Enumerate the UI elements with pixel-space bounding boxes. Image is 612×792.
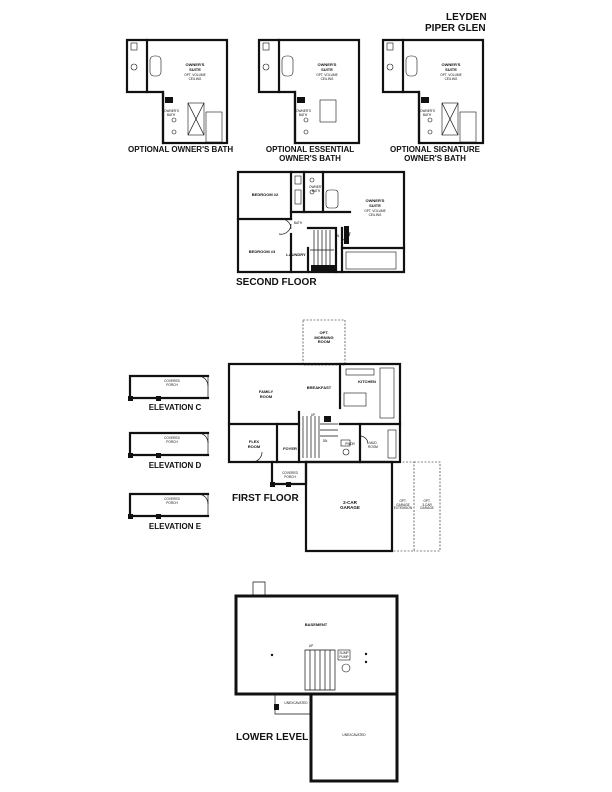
bedroom-2: BEDROOM #2 — [251, 192, 279, 197]
bath-label: OWNER'S BATH — [296, 109, 311, 117]
two-car-garage: 2-CAR GARAGE — [340, 500, 360, 511]
laundry: LAUNDRY — [286, 252, 306, 257]
elevation-c-label: ELEVATION C — [148, 403, 202, 412]
breakfast-area: BREAKFAST — [306, 385, 332, 390]
ceiling-note: OPT. VOLUME CEILING — [440, 73, 462, 81]
elevation-d-porch-label: COVERED PORCH — [164, 436, 180, 444]
community-name: PIPER GLEN — [425, 23, 486, 34]
unexcavated-main: UNEXCAVATED — [342, 733, 366, 737]
morning-room: OPT. MORNING ROOM — [314, 330, 334, 345]
bedroom-3: BEDROOM #3 — [248, 249, 276, 254]
optional-owners-bath-caption: OPTIONAL OWNER'S BATH — [128, 145, 234, 154]
stair-up-ll: UP — [308, 644, 314, 648]
mud-room: MUD ROOM — [368, 441, 378, 449]
elevation-c-porch-label: COVERED PORCH — [164, 379, 180, 387]
stair-dn-2f: DN — [334, 234, 340, 238]
bath-label: OWNER'S BATH — [420, 109, 435, 117]
foyer: FOYER — [283, 446, 297, 451]
flex-room: FLEX ROOM — [247, 439, 261, 449]
elevation-e-porch — [128, 492, 210, 519]
lower-level-title: LOWER LEVEL — [236, 732, 309, 743]
powder-room: PWDR — [345, 442, 355, 446]
elevation-d-porch — [128, 431, 210, 458]
elevation-e-porch-label: COVERED PORCH — [164, 497, 180, 505]
hall-bath: BATH — [293, 221, 303, 225]
suite-label: OWNER'S SUITE — [185, 62, 205, 72]
elevation-e-label: ELEVATION E — [148, 522, 202, 531]
optional-signature-bath-plan — [381, 38, 485, 145]
basement: BASEMENT — [304, 622, 328, 627]
family-room: FAMILY ROOM — [258, 389, 274, 399]
optional-essential-bath-plan — [257, 38, 361, 145]
owners-suite-2f: OWNER'S SUITE — [365, 198, 385, 208]
covered-porch: COVERED PORCH — [282, 471, 298, 479]
stair-dn-1f: DN — [322, 439, 328, 443]
unexcavated-small: UNEXCAVATED — [284, 701, 308, 705]
optional-essential-caption-1: OPTIONAL ESSENTIAL — [265, 145, 355, 154]
optional-essential-caption-2: OWNER'S BATH — [279, 154, 341, 163]
opt-garage-extension: OPT. GARAGE EXTENSION — [393, 499, 413, 511]
second-floor-title: SECOND FLOOR — [236, 277, 317, 288]
elevation-d-label: ELEVATION D — [148, 461, 202, 470]
ceiling-note: OPT. VOLUME CEILING — [316, 73, 338, 81]
elevation-c-porch — [128, 374, 210, 401]
optional-signature-caption-1: OPTIONAL SIGNATURE — [390, 145, 480, 154]
bath-label: OWNER'S BATH — [164, 109, 179, 117]
stair-up-1f: UP — [310, 413, 316, 417]
optional-signature-caption-2: OWNER'S BATH — [404, 154, 466, 163]
owners-bath-2f: OWNER'S BATH — [309, 185, 324, 193]
optional-owners-bath-plan — [125, 38, 229, 145]
first-floor-title: FIRST FLOOR — [232, 493, 299, 504]
opt-3car-garage: OPT. 3-CAR GARAGE — [420, 499, 434, 511]
suite-label: OWNER'S SUITE — [317, 62, 337, 72]
kitchen: KITCHEN — [358, 379, 376, 384]
plan-name: LEYDEN — [446, 12, 487, 23]
suite-label: OWNER'S SUITE — [441, 62, 461, 72]
ceiling-note: OPT. VOLUME CEILING — [184, 73, 206, 81]
ceiling-2f: OPT. VOLUME CEILING — [364, 209, 386, 217]
sump-pump: SUMP PUMP — [339, 651, 349, 659]
